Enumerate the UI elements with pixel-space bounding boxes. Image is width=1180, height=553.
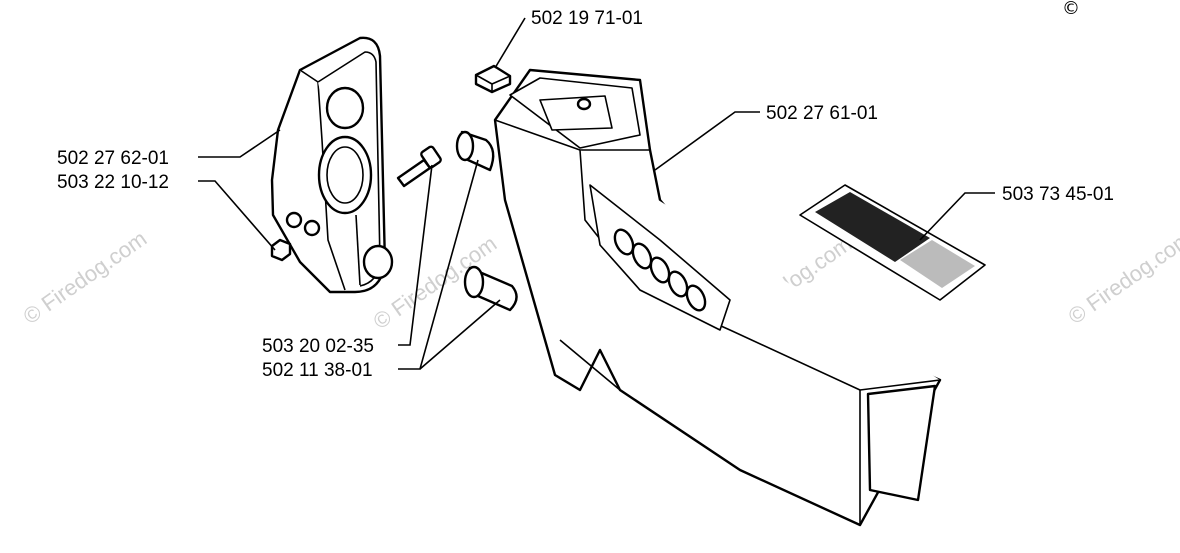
handle-body-part [493, 68, 942, 527]
leader-lines [198, 17, 995, 370]
part-labels: 502 19 71-01 502 27 61-01 502 27 62-01 5… [57, 8, 1114, 381]
watermark: © Firedog.com [1064, 226, 1180, 329]
watermark: © Firedog.com [19, 226, 152, 329]
part-label-502-27-61-01: 502 27 61-01 [766, 103, 878, 124]
screw-part [396, 145, 442, 188]
part-label-502-19-71-01: 502 19 71-01 [531, 8, 643, 29]
pin-lower-part [463, 265, 518, 312]
pin-upper-part [455, 130, 495, 172]
part-label-503-73-45-01: 503 73 45-01 [1002, 184, 1114, 205]
square-nut-part [474, 64, 512, 94]
handle-cover-part [270, 36, 394, 294]
part-label-503-22-10-12: 503 22 10-12 [57, 172, 169, 193]
part-label-502-11-38-01: 502 11 38-01 [262, 360, 373, 381]
part-label-503-20-02-35: 503 20 02-35 [262, 336, 374, 357]
nut-part [270, 238, 292, 262]
part-label-502-27-62-01: 502 27 62-01 [57, 148, 169, 169]
copyright-mark: © [1062, 0, 1080, 19]
decal-part [799, 184, 986, 301]
